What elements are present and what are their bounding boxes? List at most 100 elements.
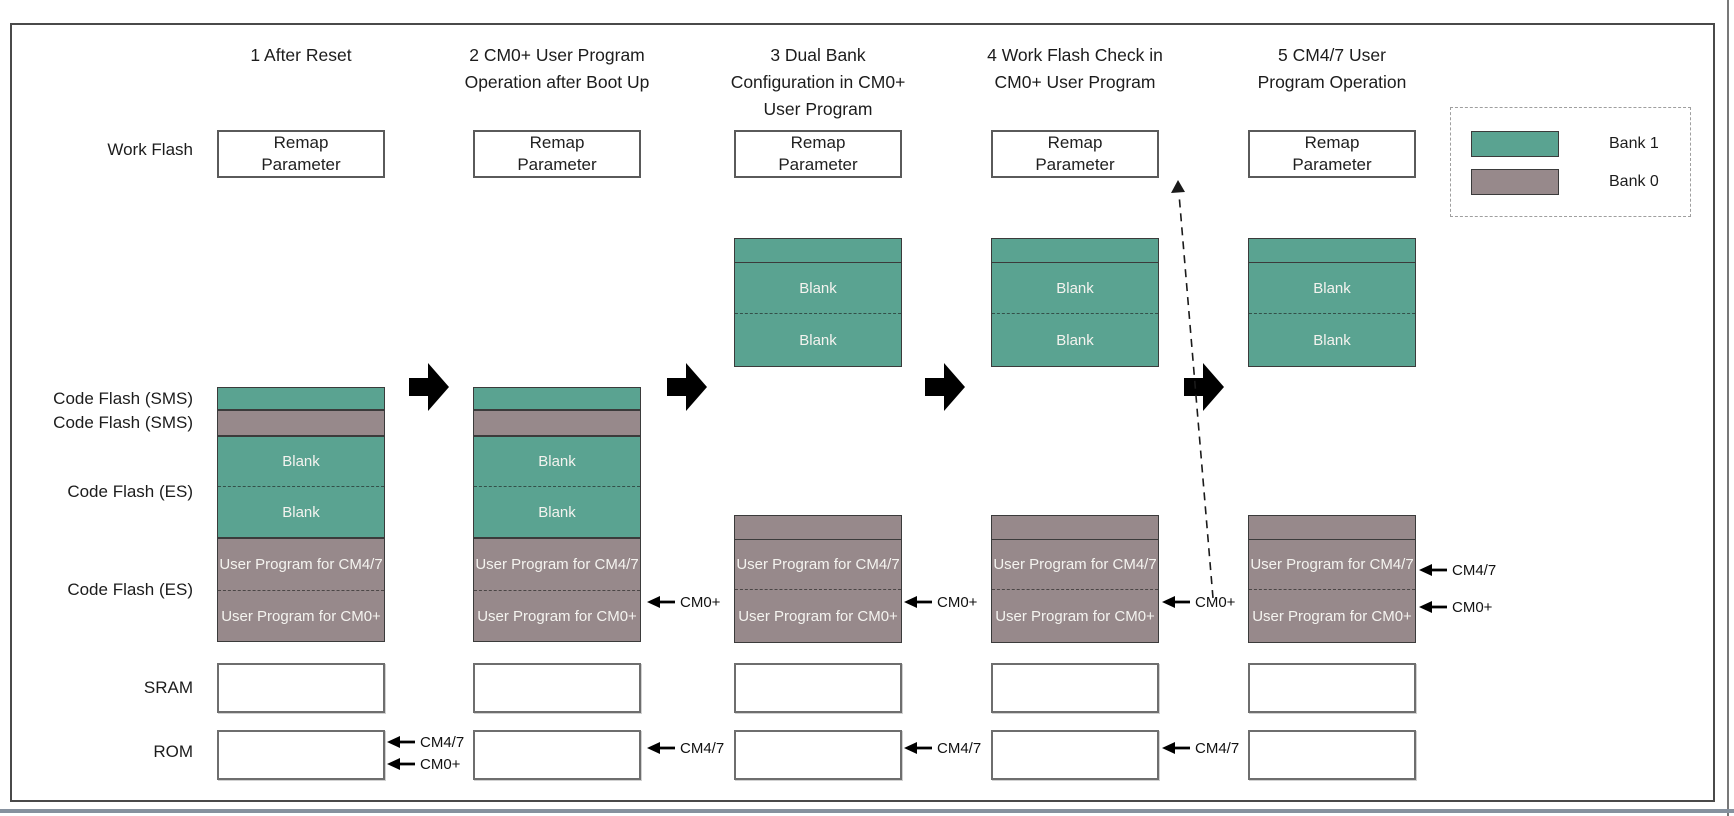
bank0-strip-cell	[992, 516, 1158, 540]
cm0-pointer-col3: CM0+	[904, 593, 977, 611]
arrow-left-icon	[904, 742, 932, 754]
column-5-header: 5 CM4/7 User Program Operation	[1257, 45, 1407, 92]
sram-box-col2	[473, 663, 641, 713]
blank-cell: Blank	[538, 503, 576, 521]
bank1-strip-cell	[992, 239, 1158, 263]
rom-box-col1	[217, 730, 385, 780]
bottom-edge-line	[0, 809, 1734, 813]
bank0-block-col3: User Program for CM4/7 User Program for …	[734, 515, 902, 643]
column-2-header: 2 CM0+ User Program Operation after Boot…	[464, 45, 650, 92]
arrow-left-icon	[1419, 601, 1447, 613]
arrow-left-icon	[647, 742, 675, 754]
cm47-pointer-rom-col3: CM4/7	[904, 739, 981, 757]
rom-box-col5	[1248, 730, 1416, 780]
row-label-code-flash-sms-1: Code Flash (SMS)	[53, 389, 193, 408]
user-program-cm0-cell: User Program for CM0+	[738, 607, 898, 625]
user-program-cm47-cell: User Program for CM4/7	[992, 540, 1158, 590]
bank1-block-col2: Blank Blank	[473, 436, 641, 538]
blank-cell: Blank	[474, 437, 640, 487]
user-program-cm47-cell: User Program for CM4/7	[1249, 540, 1415, 590]
legend-box: Bank 1 Bank 0	[1450, 107, 1691, 217]
rom-box-col2	[473, 730, 641, 780]
cm0-label: CM4/7	[1195, 739, 1240, 757]
arrow-left-icon	[387, 736, 415, 748]
cm0-pointer-rom-col1: CM0+	[387, 755, 460, 773]
work-flash-check-dashed-arrow	[1171, 180, 1214, 599]
cm0-label: CM0+	[680, 593, 721, 611]
row-label-code-flash-sms-2: Code Flash (SMS)	[53, 413, 193, 432]
arrow-right-icon	[667, 363, 707, 411]
cm0-label: CM0+	[1195, 593, 1236, 611]
arrow-left-icon	[1162, 596, 1190, 608]
blank-cell: Blank	[1313, 331, 1351, 349]
cm47-pointer-rom-col1: CM4/7	[387, 733, 464, 751]
user-program-cm0-cell: User Program for CM0+	[477, 607, 637, 625]
column-1-header: 1 After Reset	[250, 45, 352, 65]
bank0-strip-cell	[735, 516, 901, 540]
arrow-right-icon	[409, 363, 449, 411]
bank1-strip-cell	[1249, 239, 1415, 263]
arrow-left-icon	[387, 758, 415, 770]
column-3-header: 3 Dual Bank Configuration in CM0+ User P…	[730, 45, 906, 119]
bank1-strip-cell	[735, 239, 901, 263]
bank1-block-col1: Blank Blank	[217, 436, 385, 538]
blank-cell: Blank	[992, 263, 1158, 314]
bank1-strip-col2	[473, 387, 641, 410]
remap-parameter-box-col2: Remap Parameter	[473, 130, 641, 178]
bank0-strip-col2	[473, 410, 641, 436]
bank0-block-col2: User Program for CM4/7 User Program for …	[473, 538, 641, 642]
cm0-pointer-col4: CM0+	[1162, 593, 1235, 611]
diagram-frame	[10, 23, 1715, 802]
row-label-code-flash-es-2: Code Flash (ES)	[67, 580, 193, 599]
row-label-code-flash-es-1: Code Flash (ES)	[67, 482, 193, 501]
blank-cell: Blank	[799, 331, 837, 349]
sram-box-col1	[217, 663, 385, 713]
step-arrow-4	[1184, 363, 1224, 411]
cm0-label: CM0+	[1452, 598, 1493, 616]
cm47-label: CM4/7	[680, 739, 725, 757]
user-program-cm0-cell: User Program for CM0+	[1252, 607, 1412, 625]
remap-parameter-box-col3: Remap Parameter	[734, 130, 902, 178]
cm47-pointer-col5: CM4/7	[1419, 561, 1496, 579]
arrow-right-icon	[1184, 363, 1224, 411]
cm47-pointer-rom-col4: CM4/7	[1162, 739, 1239, 757]
user-program-cm0-cell: User Program for CM0+	[221, 607, 381, 625]
cm0-pointer-col2: CM0+	[647, 593, 720, 611]
sram-box-col3	[734, 663, 902, 713]
sram-box-col4	[991, 663, 1159, 713]
column-4-header: 4 Work Flash Check in CM0+ User Program	[987, 45, 1163, 92]
bank1-block-col5: Blank Blank	[1248, 238, 1416, 367]
blank-cell: Blank	[1056, 331, 1094, 349]
user-program-cm47-cell: User Program for CM4/7	[218, 539, 384, 591]
bank0-strip-col1	[217, 410, 385, 436]
bank1-block-col4: Blank Blank	[991, 238, 1159, 367]
cm47-label: CM4/7	[420, 733, 465, 751]
rom-box-col3	[734, 730, 902, 780]
legend-bank1-swatch	[1471, 131, 1559, 157]
row-label-rom: ROM	[153, 742, 193, 761]
legend-bank0-swatch	[1471, 169, 1559, 195]
cm0-pointer-col5: CM0+	[1419, 598, 1492, 616]
bank0-block-col5: User Program for CM4/7 User Program for …	[1248, 515, 1416, 643]
bank1-strip-col1	[217, 387, 385, 410]
bank0-block-col4: User Program for CM4/7 User Program for …	[991, 515, 1159, 643]
arrow-left-icon	[904, 596, 932, 608]
bank1-block-col3: Blank Blank	[734, 238, 902, 367]
blank-cell: Blank	[218, 437, 384, 487]
cm0-label: CM0+	[420, 755, 461, 773]
step-arrow-3	[925, 363, 965, 411]
legend-bank0-label: Bank 0	[1609, 173, 1659, 190]
sram-box-col5	[1248, 663, 1416, 713]
bank0-strip-cell	[1249, 516, 1415, 540]
remap-parameter-box-col1: Remap Parameter	[217, 130, 385, 178]
legend-bank1-label: Bank 1	[1609, 135, 1659, 152]
cm47-label: CM4/7	[937, 739, 982, 757]
arrow-left-icon	[1162, 742, 1190, 754]
blank-cell: Blank	[282, 503, 320, 521]
user-program-cm47-cell: User Program for CM4/7	[474, 539, 640, 591]
step-arrow-1	[409, 363, 449, 411]
rom-box-col4	[991, 730, 1159, 780]
remap-parameter-box-col5: Remap Parameter	[1248, 130, 1416, 178]
arrow-right-icon	[925, 363, 965, 411]
row-label-work-flash: Work Flash	[107, 140, 193, 159]
